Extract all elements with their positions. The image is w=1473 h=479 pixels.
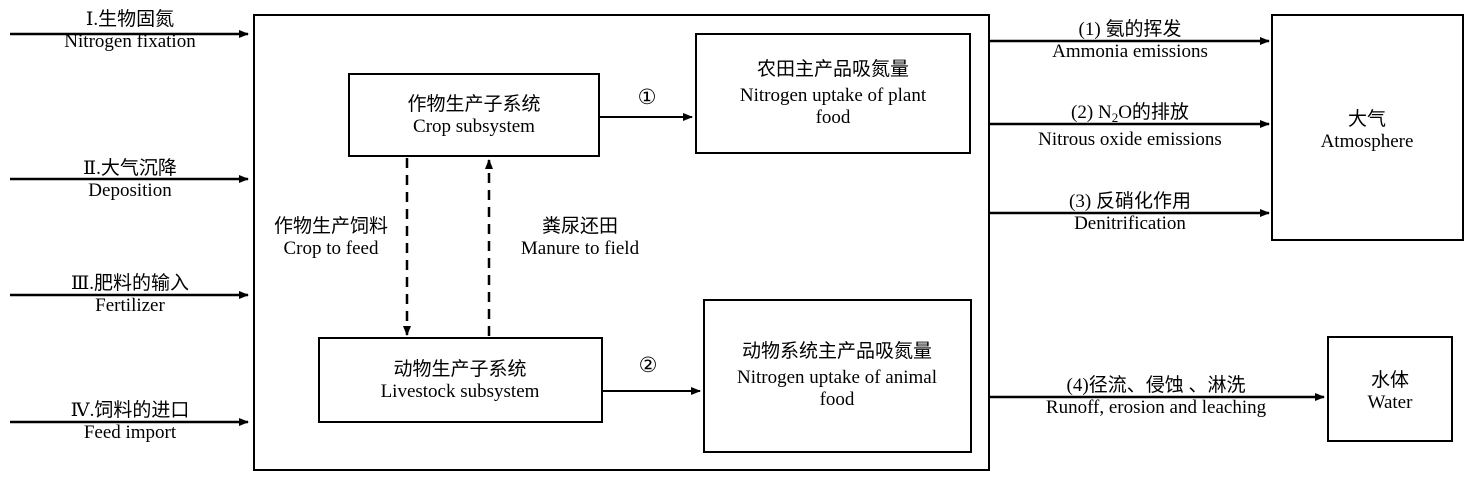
atmosphere-label: 大气 Atmosphere: [1321, 109, 1414, 153]
plant-food-box: [695, 33, 971, 154]
plant-food-en-line1: Nitrogen uptake of plant: [739, 85, 927, 106]
circle-number-1: ①: [637, 85, 657, 109]
plant-food-cn: 农田主产品吸氮量: [756, 59, 910, 80]
input-label-fertilizer: Ⅲ.肥料的输入 Fertilizer: [71, 273, 189, 317]
manure-to-field-en: Manure to field: [520, 238, 640, 259]
atmosphere-cn: 大气: [1347, 109, 1386, 130]
output-label-denitrification: (3) 反硝化作用 Denitrification: [1069, 191, 1191, 235]
atmosphere-box: [1271, 14, 1464, 241]
denitrification-en: Denitrification: [1074, 213, 1186, 234]
animal-food-label: 动物系统主产品吸氮量 Nitrogen uptake of animal foo…: [737, 341, 937, 411]
plant-food-en-line2: food: [815, 107, 851, 128]
input-en: Feed import: [83, 422, 177, 443]
animal-food-en-line1: Nitrogen uptake of animal: [737, 367, 937, 388]
circle-number-2: ②: [638, 353, 658, 377]
input-cn: Ⅰ.生物固氮: [85, 9, 175, 30]
ammonia-en: Ammonia emissions: [1052, 41, 1208, 62]
runoff-cn: (4)径流、侵蚀 、淋洗: [1066, 375, 1246, 396]
water-box: [1327, 336, 1453, 442]
crop-subsystem-box: [348, 73, 600, 157]
water-en: Water: [1367, 392, 1413, 413]
input-en: Deposition: [88, 180, 172, 201]
crop-to-feed-cn: 作物生产饲料: [273, 216, 389, 237]
livestock-subsystem-cn: 动物生产子系统: [393, 359, 527, 380]
input-label-feed-import: Ⅳ.饲料的进口 Feed import: [71, 400, 190, 444]
system-boundary-box: [253, 14, 990, 471]
input-en: Nitrogen fixation: [64, 31, 196, 52]
n2o-en: Nitrous oxide emissions: [1038, 129, 1222, 150]
plant-food-label: 农田主产品吸氮量 Nitrogen uptake of plant food: [740, 59, 926, 129]
livestock-subsystem-label: 动物生产子系统 Livestock subsystem: [381, 359, 540, 403]
manure-to-field-label: 粪尿还田 Manure to field: [521, 216, 639, 260]
denitrification-cn: (3) 反硝化作用: [1069, 191, 1191, 212]
output-label-n2o: (2) N2O的排放 Nitrous oxide emissions: [1038, 102, 1222, 151]
manure-to-field-cn: 粪尿还田: [541, 216, 618, 237]
runoff-en: Runoff, erosion and leaching: [1045, 397, 1267, 418]
animal-food-cn: 动物系统主产品吸氮量: [741, 341, 932, 362]
crop-subsystem-label: 作物生产子系统 Crop subsystem: [407, 94, 540, 138]
input-cn: Ⅲ.肥料的输入: [70, 273, 190, 294]
input-en: Fertilizer: [95, 295, 165, 316]
crop-to-feed-label: 作物生产饲料 Crop to feed: [274, 216, 388, 260]
input-label-nitrogen-fixation: Ⅰ.生物固氮 Nitrogen fixation: [64, 9, 195, 53]
livestock-subsystem-box: [318, 337, 603, 423]
livestock-subsystem-en: Livestock subsystem: [380, 381, 540, 402]
water-cn: 水体: [1370, 370, 1410, 391]
crop-subsystem-en: Crop subsystem: [413, 116, 535, 137]
water-label: 水体 Water: [1368, 370, 1413, 414]
animal-food-en-line2: food: [819, 389, 855, 410]
ammonia-cn: (1) 氨的挥发: [1078, 19, 1182, 40]
n2o-subscript: 2: [1111, 110, 1119, 125]
output-label-ammonia: (1) 氨的挥发 Ammonia emissions: [1052, 19, 1208, 63]
input-label-deposition: Ⅱ.大气沉降 Deposition: [83, 158, 177, 202]
n2o-cn: (2) N2O的排放: [1038, 102, 1222, 129]
crop-subsystem-cn: 作物生产子系统: [407, 94, 541, 115]
atmosphere-en: Atmosphere: [1320, 131, 1414, 152]
input-cn: Ⅳ.饲料的进口: [70, 400, 190, 421]
input-cn: Ⅱ.大气沉降: [83, 158, 177, 179]
animal-food-box: [703, 299, 972, 453]
output-label-runoff: (4)径流、侵蚀 、淋洗 Runoff, erosion and leachin…: [1046, 375, 1266, 419]
n2o-suffix: O的排放: [1118, 102, 1189, 123]
n2o-prefix: (2) N: [1071, 102, 1112, 123]
crop-to-feed-en: Crop to feed: [283, 238, 379, 259]
